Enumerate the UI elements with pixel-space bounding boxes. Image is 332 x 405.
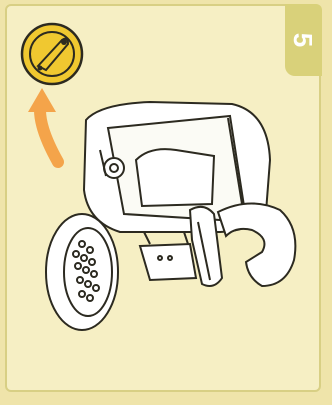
dial-icon bbox=[22, 24, 82, 84]
robot-illustration bbox=[46, 102, 295, 330]
curved-arrow-icon bbox=[28, 88, 58, 162]
step-number: 5 bbox=[291, 33, 317, 47]
step-number-tab: 5 bbox=[285, 4, 322, 76]
